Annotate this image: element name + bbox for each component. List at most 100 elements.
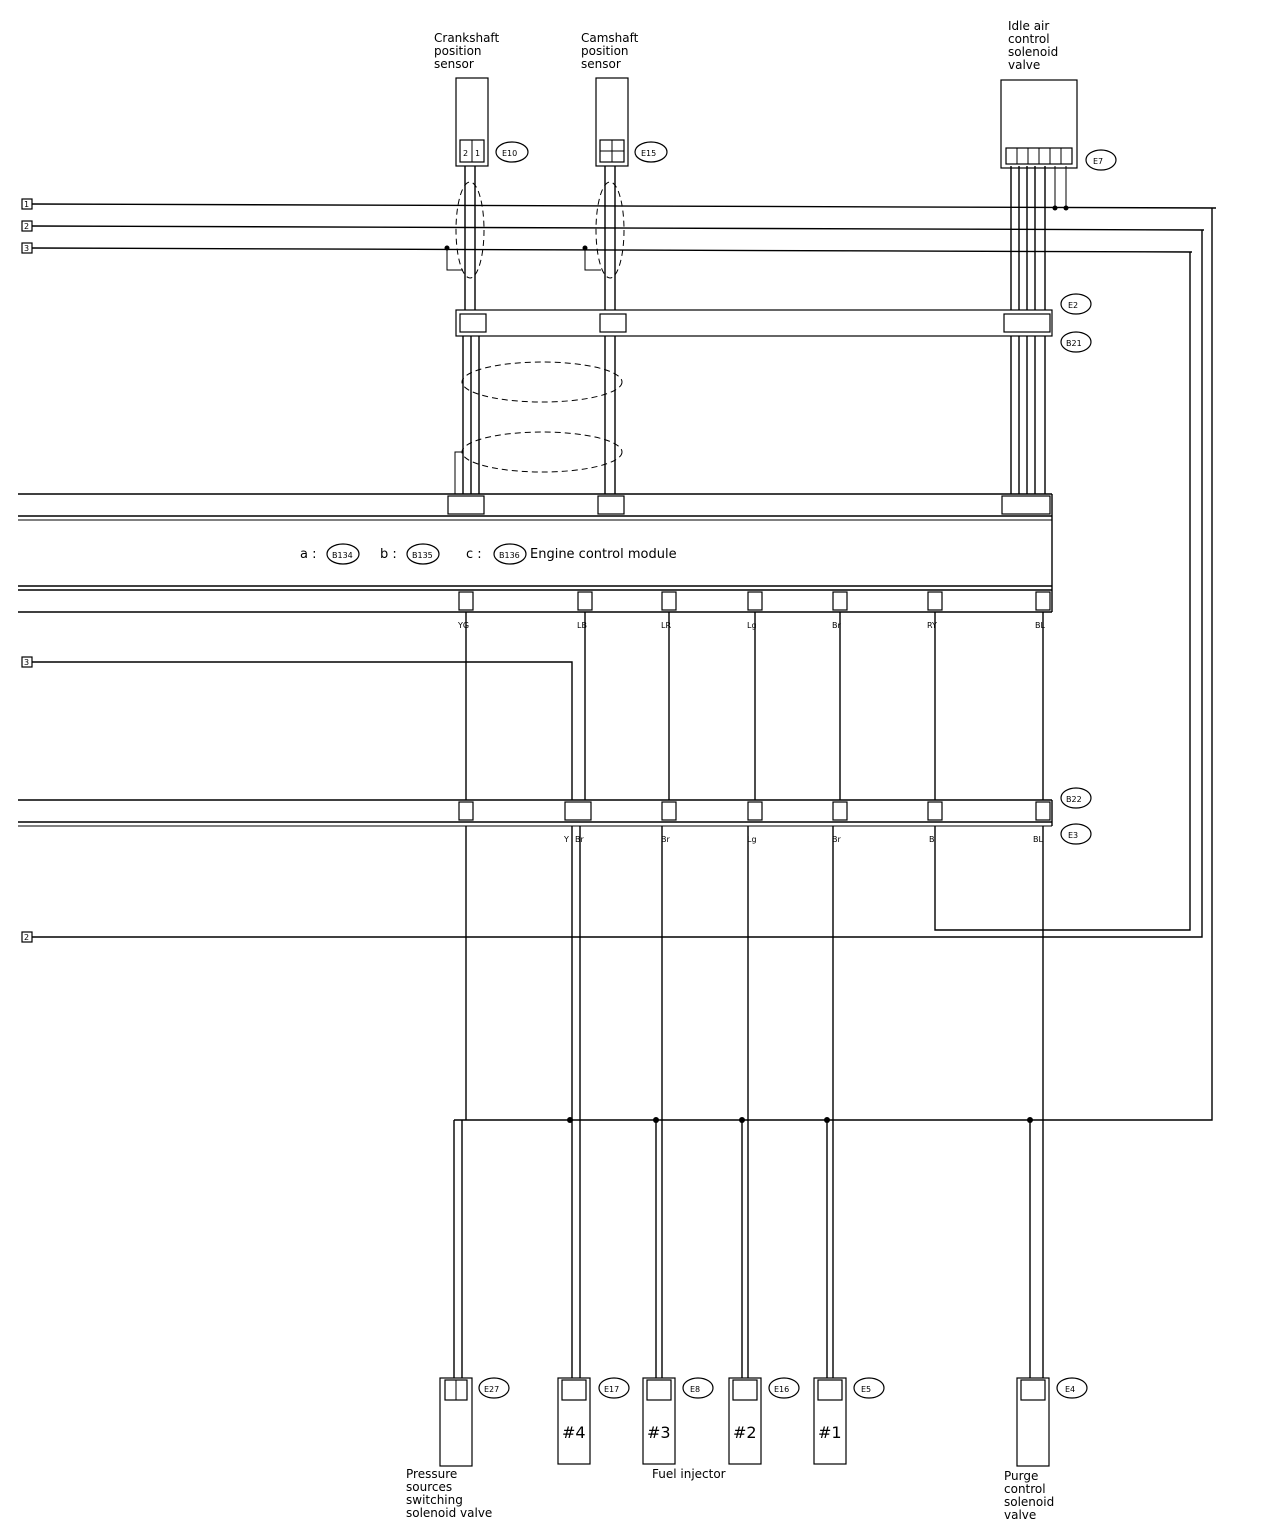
camshaft-sensor: E15 [595,77,668,167]
fuel-injector-2: #2 E16 [728,1377,800,1465]
svg-text:#3: #3 [647,1423,671,1442]
svg-text:Lg: Lg [747,621,757,630]
svg-text:Lg: Lg [747,835,757,844]
purge-valve-label: Purge control solenoid valve [1004,1469,1054,1522]
idle-air-valve: E7 [1000,79,1117,171]
ecm-title: Engine control module [530,547,677,562]
idle-air-label-line1: Idle air [1008,19,1049,33]
svg-text:b :: b : [380,547,397,562]
connector-e5-label: E5 [861,1385,871,1394]
svg-text:B: B [929,835,935,844]
left-ref-3b: 3 [21,656,573,800]
svg-text:YG: YG [457,621,469,630]
svg-text:BL: BL [1033,835,1043,844]
connector-e3-label: E3 [1068,831,1078,840]
camshaft-sensor-label: Camshaft position sensor [581,31,639,71]
connector-b22-badge [1060,787,1092,809]
svg-text:1: 1 [475,149,480,158]
idle-air-label-line4: valve [1008,58,1040,72]
camshaft-label-line3: sensor [581,57,621,71]
connector-b135-badge [406,543,440,565]
ecm-bottom-pins [458,591,1051,611]
left-ref-2: 2 [21,220,1205,232]
connector-e7-badge [1085,149,1117,171]
svg-text:Purge: Purge [1004,1469,1038,1483]
svg-text:valve: valve [1004,1508,1036,1522]
connector-e17-label: E17 [604,1385,619,1394]
svg-text:3: 3 [24,244,29,253]
svg-text:LR: LR [661,621,671,630]
svg-text:Br: Br [832,621,841,630]
purge-control-valve: E4 [1016,1377,1088,1467]
svg-text:3: 3 [24,658,29,667]
pressure-switching-valve: E27 [439,1377,510,1467]
svg-text:Y: Y [563,835,569,844]
fuel-injector-caption: Fuel injector [652,1467,726,1481]
connector-e4-badge [1056,1377,1088,1399]
left-ref-2b: 2 [21,230,1203,943]
left-ref-1: 1 [21,198,1217,210]
ecm-wire-colors: YG LB LR Lg Br RY BL [457,621,1045,630]
camshaft-label-line1: Camshaft [581,31,639,45]
svg-text:B136: B136 [499,551,520,560]
camshaft-label-line2: position [581,44,629,58]
connector-e27-badge [478,1377,510,1399]
svg-text:Br: Br [832,835,841,844]
svg-text:switching: switching [406,1493,463,1507]
idle-air-valve-label: Idle air control solenoid valve [1008,19,1058,72]
crankshaft-sensor-label: Crankshaft position sensor [434,31,499,71]
svg-text:2: 2 [24,222,29,231]
pressure-valve-label: Pressure sources switching solenoid valv… [406,1467,492,1520]
svg-text:solenoid valve: solenoid valve [406,1506,492,1520]
crankshaft-sensor: 2 1 E10 [455,77,529,167]
connector-b136-badge [493,543,527,565]
connector-b134-badge [326,543,360,565]
svg-text:#2: #2 [733,1423,757,1442]
engine-control-module: a : B134 b : B135 c : B136 Engine contro… [18,493,1053,613]
svg-text:sources: sources [406,1480,452,1494]
connector-e2-label: E2 [1068,301,1078,310]
idle-air-label-line2: control [1008,32,1050,46]
svg-text:B134: B134 [332,551,353,560]
connector-e15-badge [634,141,668,163]
svg-text:solenoid: solenoid [1004,1495,1054,1509]
connector-e7-label: E7 [1093,157,1103,166]
left-ref-3: 3 [21,242,1193,254]
connector-e2-badge [1060,293,1092,315]
fuel-injector-1: #1 E5 [813,1377,885,1465]
fuel-injector-3: #3 E8 [642,1377,714,1465]
svg-text:2: 2 [24,933,29,942]
connector-e3-badge [1060,823,1092,845]
connector-e4-label: E4 [1065,1385,1075,1394]
connector-e10-badge [495,141,529,163]
crankshaft-label-line1: Crankshaft [434,31,499,45]
svg-text:c :: c : [466,547,482,562]
idle-air-label-line3: solenoid [1008,45,1058,59]
svg-text:LB: LB [577,621,587,630]
connector-b22-e3: B22 E3 [18,787,1092,845]
connector-e15-label: E15 [641,149,656,158]
svg-text:B135: B135 [412,551,433,560]
svg-text:#4: #4 [562,1423,586,1442]
connector-e8-label: E8 [690,1385,700,1394]
connector-b21-badge [1060,331,1092,353]
svg-text:1: 1 [24,200,29,209]
svg-text:control: control [1004,1482,1046,1496]
svg-text:RY: RY [927,621,937,630]
connector-e2-b21: E2 B21 [455,293,1092,353]
svg-text:Br: Br [661,835,670,844]
connector-e16-label: E16 [774,1385,789,1394]
connector-e27-label: E27 [484,1385,499,1394]
connector-b22-label: B22 [1066,795,1082,804]
connector-b21-label: B21 [1066,339,1082,348]
svg-text:Pressure: Pressure [406,1467,457,1481]
e3-wire-colors: Y Br Br Lg Br B BL [563,835,1043,844]
crankshaft-label-line2: position [434,44,482,58]
svg-text:a :: a : [300,547,316,562]
connector-e10-label: E10 [502,149,517,158]
svg-text:BL: BL [1035,621,1045,630]
fuel-injector-4: #4 E17 [557,1377,630,1465]
crankshaft-label-line3: sensor [434,57,474,71]
svg-text:2: 2 [463,149,468,158]
